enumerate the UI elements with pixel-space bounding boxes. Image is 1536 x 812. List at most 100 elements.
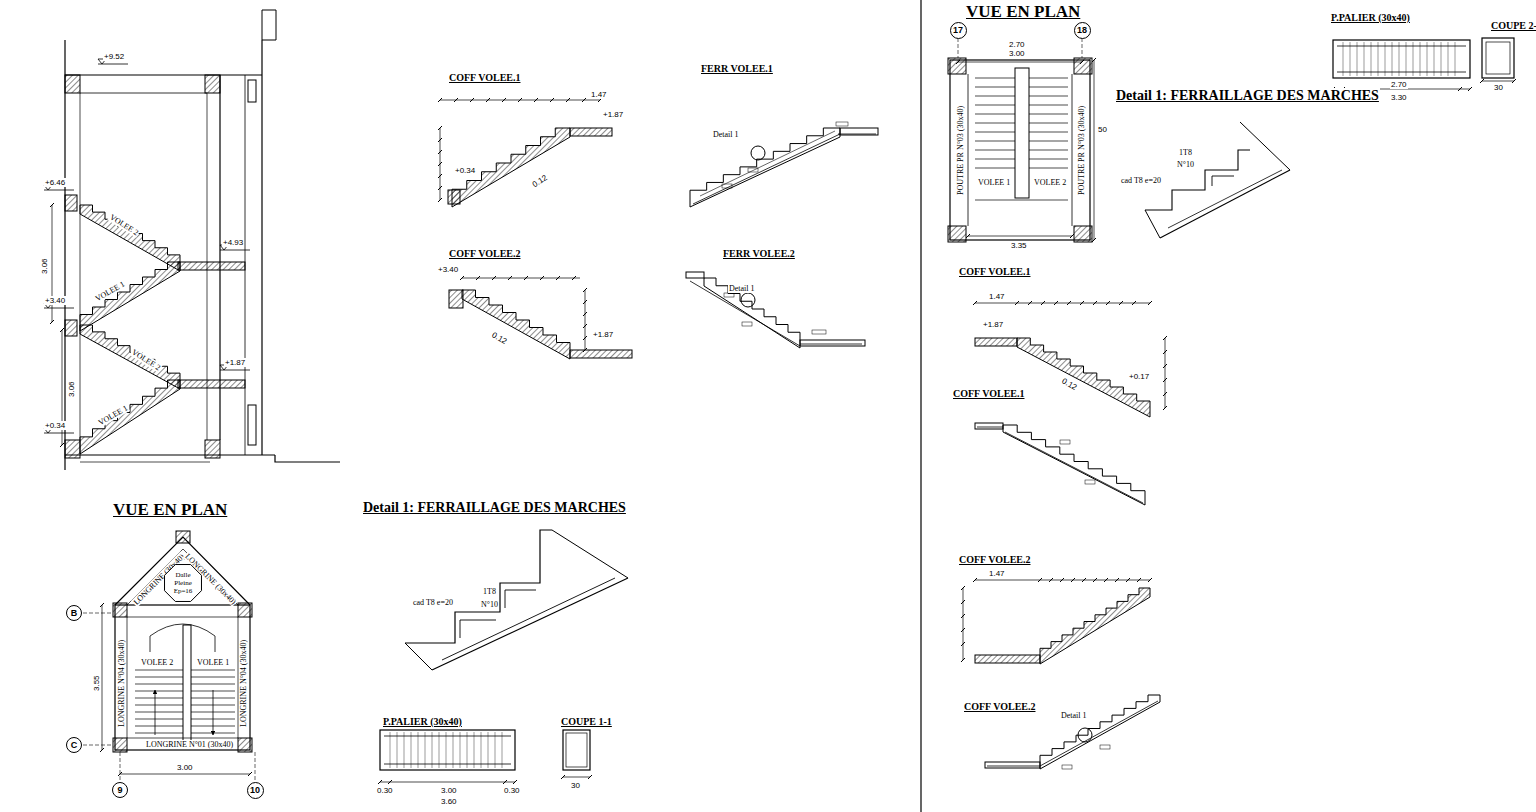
dimension-tick [572,276,576,280]
dimension-label: +9.52 [103,52,125,61]
grid-line [255,752,256,781]
view-heading: COFF VOLEE.2 [958,554,1031,565]
grid-bubble: 17 [950,22,967,39]
dimension-line [975,303,1150,304]
flight-arrow [213,690,214,735]
view-heading: P.PALIER (30x40) [382,716,463,727]
view-heading: P.PALIER (30x40) [1330,12,1411,23]
beam-line [65,74,262,75]
dimension-tick [1015,301,1019,305]
plan-beam-line [1072,74,1073,226]
dimension-label: 3.06 [40,257,49,275]
rebar-tag [748,168,758,172]
landing-slab [178,262,245,270]
dimension-label: +3.40 [44,296,66,305]
dimension-tick [388,780,392,784]
landing-slab [686,272,704,278]
grid-id: 9 [117,785,122,795]
dimension-tick [583,288,587,292]
dimension-tick [583,336,587,340]
dimension-tick [1480,79,1484,83]
grid-line [83,745,113,746]
beam-elevation [380,730,515,770]
dimension-label: +6.46 [44,178,66,187]
stirrup [1448,42,1449,76]
landing-slab [975,655,1040,663]
rebar-tag [742,322,752,326]
dimension-tick [561,775,565,779]
rebar-tag [812,330,826,334]
rebar [690,281,800,346]
dimension-tick [378,780,382,784]
stirrup [446,732,447,768]
dimension-tick [550,98,554,102]
grid-bubble: C [66,737,82,753]
dimension-line [1482,81,1514,82]
view-heading: COFF VOLEE.1 [448,72,521,83]
stirrup [1364,42,1365,76]
note-label: VOLEE 2 [129,347,163,373]
dimension-tick [583,300,587,304]
dimension-tick [486,98,490,102]
stirrup [1413,42,1414,76]
section-edge [405,643,432,670]
rebar [700,131,835,196]
stirrup [411,732,412,768]
stair-tread [975,150,1015,151]
stirrup [474,732,475,768]
dimension-tick [1093,578,1097,582]
dimension-tick [1082,578,1086,582]
dimension-label: 2.70 [1390,80,1408,89]
dimension-tick [588,775,592,779]
stirrup [566,733,587,767]
section-edge [1145,210,1160,238]
column-section [1074,226,1092,242]
stair-tread [1029,123,1068,124]
column-section [176,531,190,543]
rebar [1168,170,1282,228]
dimension-tick [1070,234,1074,238]
stair-tread [135,726,183,727]
landing-slab [985,762,1040,768]
dimension-tick [1093,301,1097,305]
rebar-tag [722,184,732,188]
dimension-label: 2.70 [1008,40,1026,49]
dimension-tick [1080,60,1084,64]
dimension-tick [540,276,544,280]
dimension-tick [961,642,965,646]
section-edge [552,530,628,578]
dimension-tick [508,276,512,280]
note-label: VOLEE 2 [1033,178,1067,187]
stair-flight [462,290,570,359]
opening [248,80,256,102]
flight-arrow [155,690,156,735]
dimension-line [1094,60,1095,240]
central-wall [183,625,191,745]
rebar [693,134,840,204]
stirrup [1427,42,1428,76]
plan-outline [950,60,1090,240]
dimension-label: +1.87 [982,320,1004,329]
dimension-tick [961,586,965,590]
grid-id: 10 [250,785,260,795]
opening [248,405,256,445]
dimension-tick [1148,578,1152,582]
dimension-label: 30 [570,781,581,790]
stair-flight [80,325,180,389]
detail-title: Detail 1: FERRAILLAGE DES MARCHES [1115,88,1380,104]
dimension-tick [460,276,464,280]
stair-tread [1029,132,1068,133]
note-label: N°10 [480,600,499,609]
dimension-tick [476,276,480,280]
stair-tread [1029,78,1068,79]
dimension-line [563,777,590,778]
view-heading: COFF VOLEE.1 [958,266,1031,277]
dimension-line [958,62,1082,63]
dimension-label: +1.87 [224,358,246,367]
floor-line [65,454,275,455]
view-heading: COFF VOLEE.2 [963,701,1036,712]
dimension-tick [50,203,54,207]
dimension-tick [534,98,538,102]
column-section [113,738,127,752]
dimension-tick [438,138,442,142]
